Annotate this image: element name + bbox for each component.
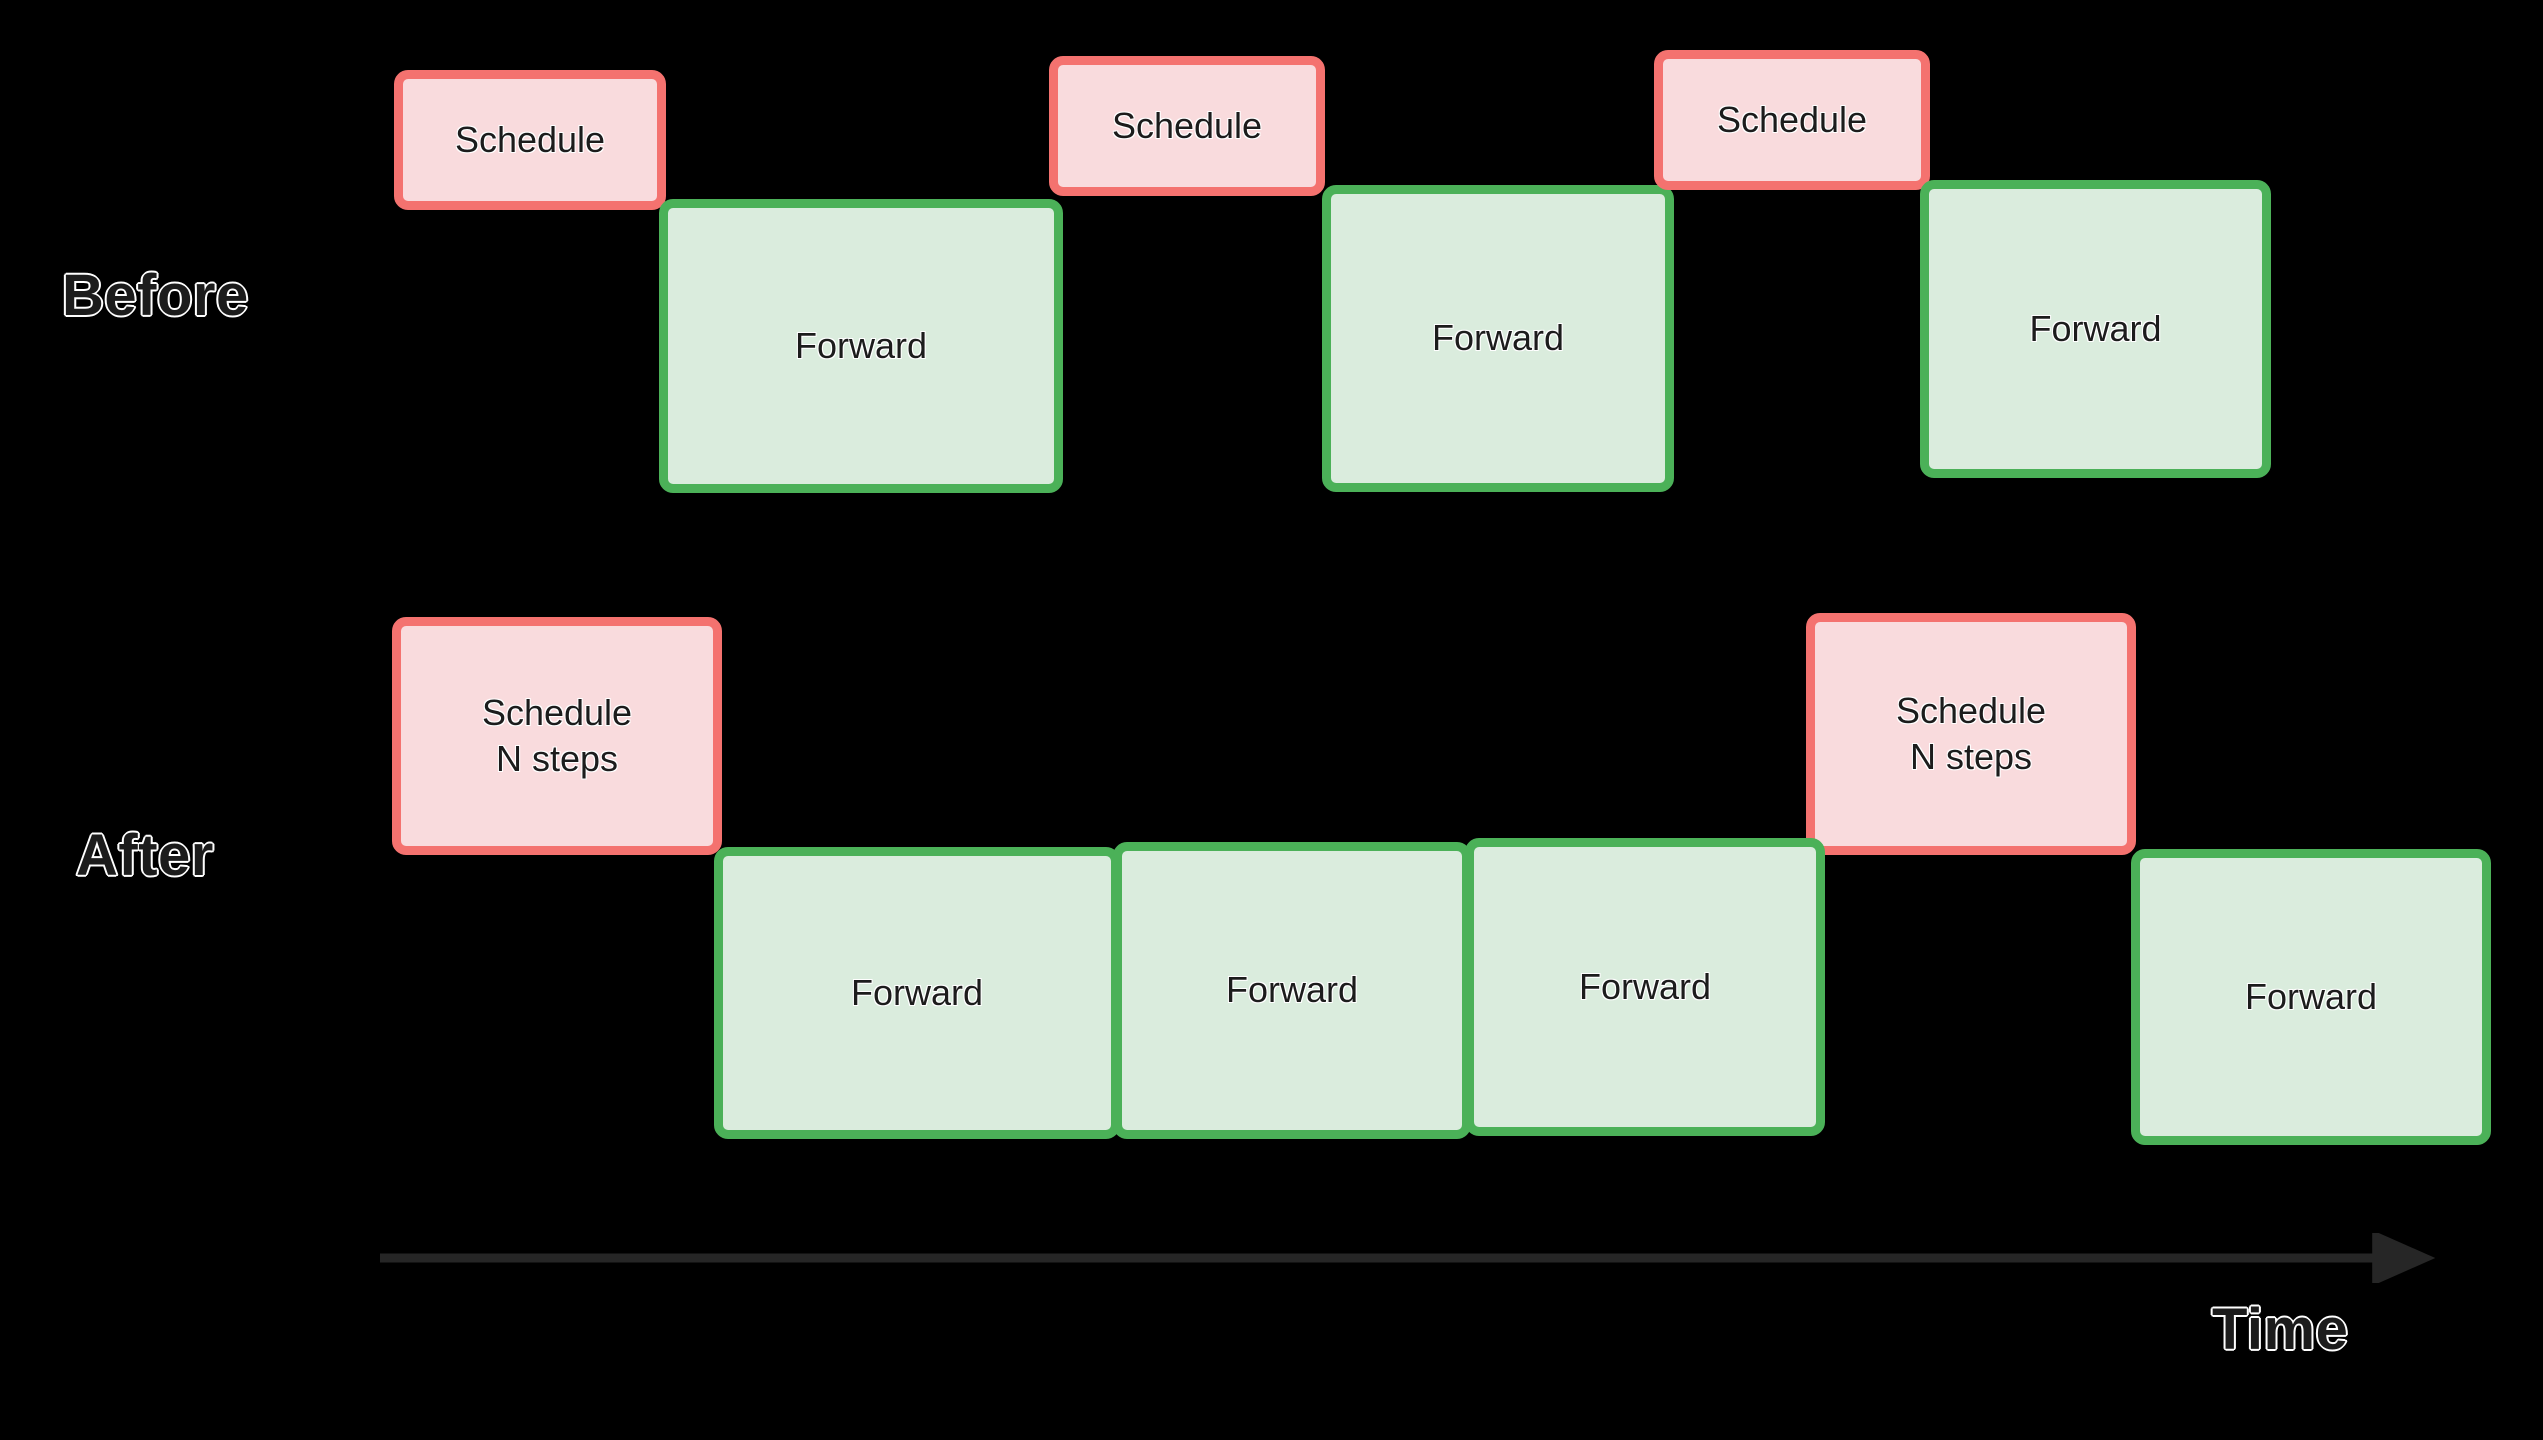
before-schedule-block-3: Schedule xyxy=(1654,50,1930,190)
before-schedule-block-2-label: Schedule xyxy=(1111,104,1263,146)
time-axis-label: Time xyxy=(2211,1296,2349,1364)
after-forward-block-2-label: Forward xyxy=(1225,969,1359,1011)
after-forward-block-3: Forward xyxy=(1465,838,1825,1136)
before-schedule-block-1-label: Schedule xyxy=(454,118,606,160)
after-forward-block-4: Forward xyxy=(2131,849,2491,1145)
after-schedule-block-1-label: Schedule N steps xyxy=(481,691,633,779)
after-forward-block-3-label: Forward xyxy=(1578,965,1712,1007)
after-forward-block-1: Forward xyxy=(714,847,1120,1139)
after-forward-block-4-label: Forward xyxy=(2244,975,2378,1017)
before-schedule-block-1: Schedule xyxy=(394,70,666,210)
row-label-after: After xyxy=(75,822,215,890)
after-forward-block-1-label: Forward xyxy=(850,971,984,1013)
time-axis-arrow-icon xyxy=(380,1233,2436,1283)
after-schedule-block-2: Schedule N steps xyxy=(1806,613,2136,855)
before-forward-block-2: Forward xyxy=(1322,185,1674,492)
before-forward-block-1: Forward xyxy=(659,199,1063,493)
before-forward-block-3: Forward xyxy=(1920,180,2271,478)
before-forward-block-1-label: Forward xyxy=(794,324,928,366)
before-schedule-block-3-label: Schedule xyxy=(1716,98,1868,140)
before-forward-block-2-label: Forward xyxy=(1431,317,1565,359)
after-schedule-block-2-label: Schedule N steps xyxy=(1895,689,2047,777)
row-label-before: Before xyxy=(61,262,250,330)
after-forward-block-2: Forward xyxy=(1113,842,1471,1139)
after-schedule-block-1: Schedule N steps xyxy=(392,617,722,855)
before-forward-block-3-label: Forward xyxy=(2029,307,2162,349)
before-schedule-block-2: Schedule xyxy=(1049,56,1325,196)
